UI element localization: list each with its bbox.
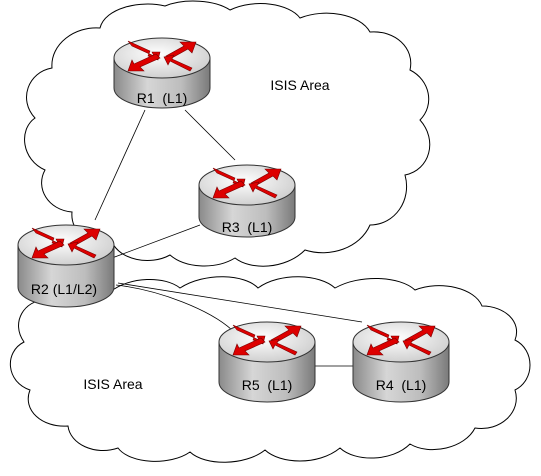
- router-r4[interactable]: [352, 321, 450, 403]
- router-label-r5: R5 (L1): [242, 377, 293, 393]
- link-r2-r1: [94, 109, 146, 221]
- link-r2-r5: [115, 284, 233, 331]
- router-r3[interactable]: [198, 164, 296, 238]
- link-r1-r3: [184, 109, 236, 161]
- area-label-top: ISIS Area: [270, 77, 329, 93]
- router-r5[interactable]: [218, 321, 316, 403]
- router-label-r4: R4 (L1): [376, 377, 427, 393]
- router-r2[interactable]: [17, 224, 115, 308]
- router-label-r3: R3 (L1): [222, 219, 273, 235]
- link-r2-r4: [117, 282, 363, 323]
- router-label-r2: R2 (L1/L2): [31, 281, 97, 297]
- area-label-bottom: ISIS Area: [83, 376, 142, 392]
- link-r2-r3: [111, 224, 201, 259]
- router-label-r1: R1 (L1): [137, 90, 188, 106]
- router-r1[interactable]: [113, 37, 211, 109]
- links: [94, 109, 363, 367]
